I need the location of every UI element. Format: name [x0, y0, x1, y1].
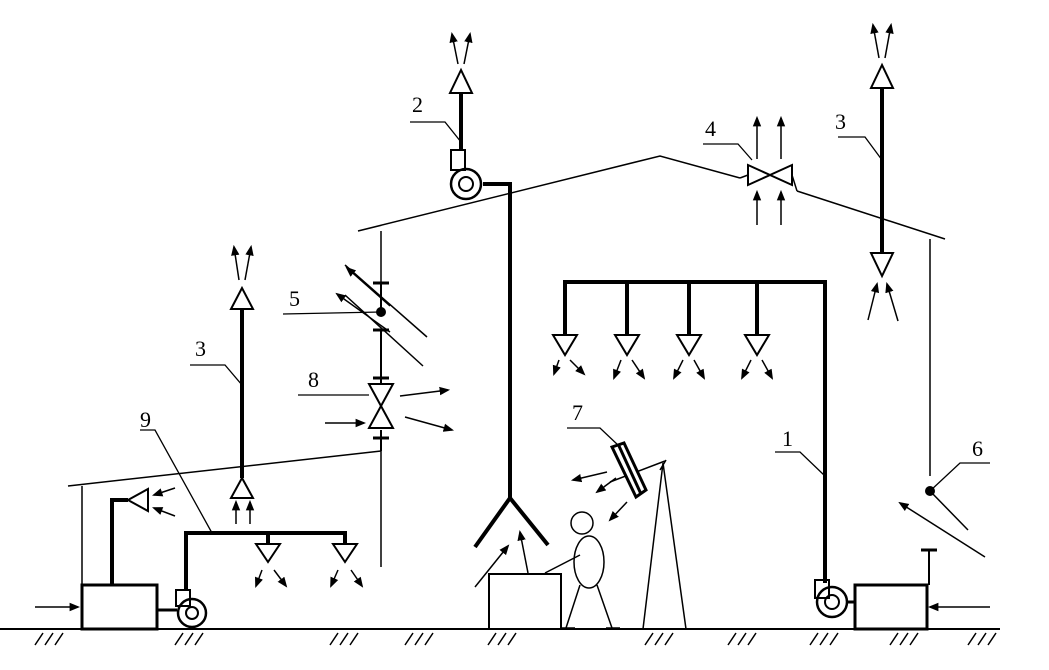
label-5: 5 — [289, 286, 300, 311]
suction-hood — [473, 496, 562, 630]
supply-duct — [563, 280, 827, 583]
worker-body — [573, 535, 605, 589]
air-supply-system — [551, 280, 990, 631]
label-9: 9 — [140, 407, 151, 432]
damper-5 — [335, 264, 428, 451]
labels: 1 2 3 3 4 5 6 7 8 9 — [140, 92, 983, 461]
pedestal-fan — [570, 441, 687, 630]
label-6: 6 — [972, 436, 983, 461]
label-4: 4 — [705, 116, 716, 141]
right-exhaust-stack — [867, 22, 899, 322]
roof-ventilator — [739, 115, 798, 225]
pedestal-stand — [642, 459, 687, 630]
label-3-left: 3 — [195, 336, 206, 361]
label-3-right: 3 — [835, 109, 846, 134]
building-outline — [67, 155, 946, 585]
label-7: 7 — [572, 400, 583, 425]
supply-fan — [815, 585, 849, 619]
main-roof-right — [796, 190, 946, 240]
left-exhaust-stack — [229, 244, 255, 524]
fan-housing — [449, 167, 483, 201]
label-1: 1 — [782, 426, 793, 451]
leader-lines — [140, 121, 990, 534]
roof-exhaust-fan — [448, 31, 512, 498]
annex-supply-system — [35, 487, 364, 631]
label-8: 8 — [308, 367, 319, 392]
air-handling-unit-right — [853, 583, 929, 631]
exhaust-duct — [459, 93, 512, 498]
ground — [0, 628, 1000, 646]
label-2: 2 — [412, 92, 423, 117]
worker — [544, 511, 620, 629]
main-roof — [357, 155, 741, 232]
ground-hatching — [34, 632, 997, 646]
inlet-valve-8 — [325, 383, 455, 432]
workbench — [488, 573, 562, 630]
air-handling-unit-left — [80, 583, 159, 631]
exhaust-nozzle — [448, 67, 474, 94]
worker-head — [570, 511, 594, 535]
annex-fan — [176, 597, 208, 629]
wall-damper-6 — [898, 486, 986, 558]
annex-roof — [67, 450, 382, 487]
